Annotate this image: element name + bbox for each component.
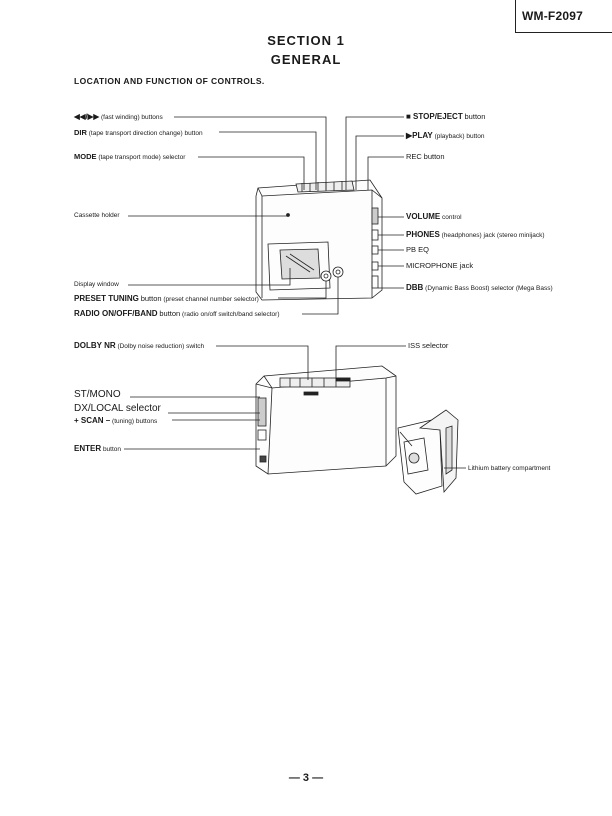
label-dbb: DBB (Dynamic Bass Boost) selector (Mega … bbox=[406, 283, 553, 292]
label-enter: ENTER button bbox=[74, 444, 122, 453]
label-microphone: MICROPHONE jack bbox=[406, 261, 474, 270]
label-dir: DIR (tape transport direction change) bu… bbox=[74, 128, 203, 137]
label-fast-wind: ◀◀/▶▶ (fast winding) buttons bbox=[74, 112, 163, 121]
label-battery: Lithium battery compartment bbox=[468, 465, 551, 472]
label-pb-eq: PB EQ bbox=[406, 245, 429, 254]
page-heading: LOCATION AND FUNCTION OF CONTROLS. bbox=[74, 76, 265, 86]
device-bottom-illustration bbox=[255, 365, 397, 475]
label-dolby-nr: DOLBY NR (Dolby noise reduction) switch bbox=[74, 341, 205, 350]
label-preset-tuning: PRESET TUNING button (preset channel num… bbox=[74, 294, 259, 303]
label-st-mono: ST/MONO bbox=[74, 389, 121, 400]
battery-compartment-illustration bbox=[397, 409, 459, 495]
label-volume: VOLUME control bbox=[406, 212, 462, 221]
label-stop-eject: ■ STOP/EJECT button bbox=[406, 112, 486, 121]
header-rule-horizontal bbox=[515, 32, 612, 33]
section-number: SECTION 1 bbox=[267, 33, 345, 48]
label-rec: REC button bbox=[406, 152, 445, 161]
label-dx-local: DX/LOCAL selector bbox=[74, 403, 161, 414]
label-scan: + SCAN – (tuning) buttons bbox=[74, 416, 158, 425]
model-number: WM-F2097 bbox=[522, 9, 583, 23]
page-number: — 3 — bbox=[288, 772, 324, 784]
label-radio-band: RADIO ON/OFF/BAND button (radio on/off s… bbox=[74, 309, 280, 318]
section-title: GENERAL bbox=[270, 52, 342, 67]
device-top-illustration bbox=[255, 179, 383, 301]
label-cassette-holder: Cassette holder bbox=[74, 212, 120, 219]
label-phones: PHONES (headphones) jack (stereo minijac… bbox=[406, 230, 545, 239]
header-rule-vertical bbox=[515, 0, 516, 33]
label-mode: MODE (tape transport mode) selector bbox=[74, 152, 186, 161]
label-display-window: Display window bbox=[74, 281, 119, 288]
label-iss: ISS selector bbox=[408, 341, 449, 350]
label-play: ▶PLAY (playback) button bbox=[406, 131, 485, 140]
